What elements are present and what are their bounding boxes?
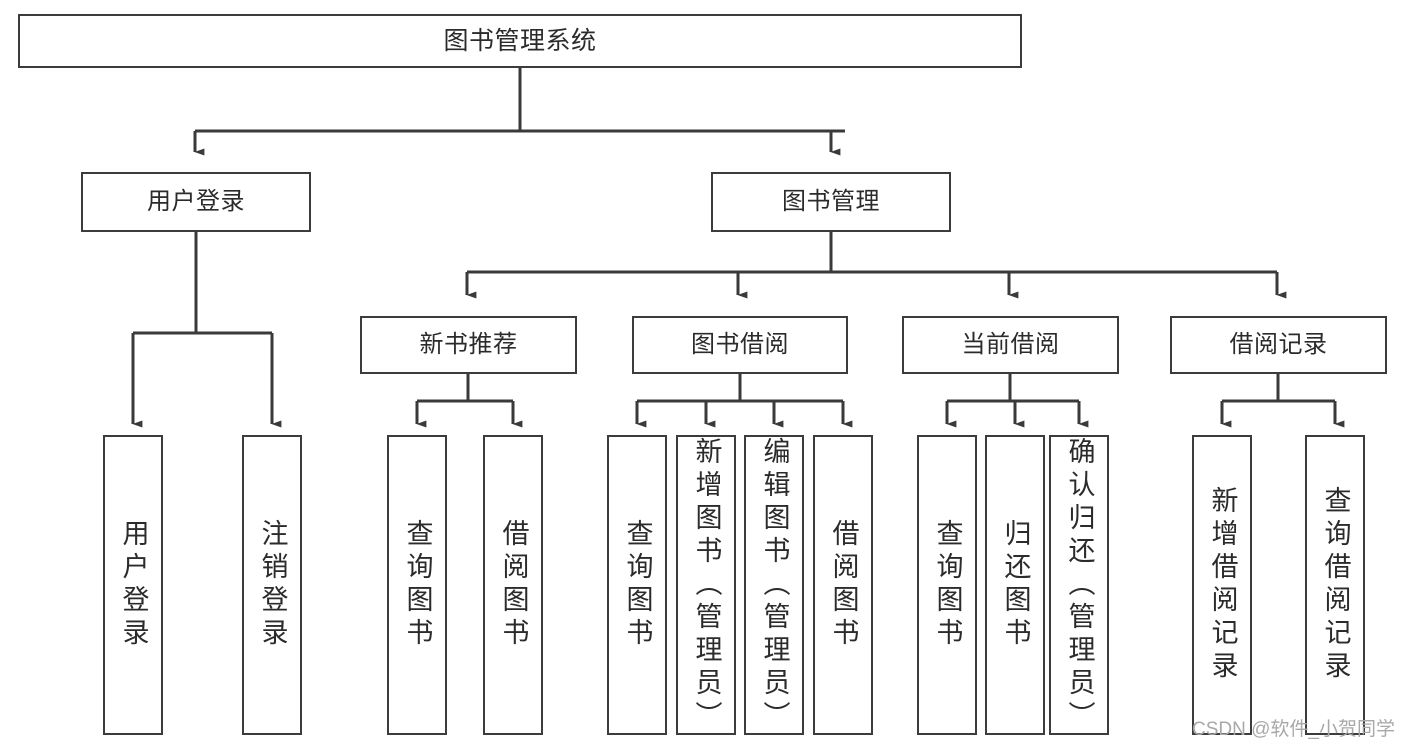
node-leaf-return-book[interactable]: 归还图书 [985, 435, 1045, 735]
node-leaf-add-borrow-record[interactable]: 新增借阅记录 [1192, 435, 1252, 735]
node-leaf-user-login[interactable]: 用户登录 [103, 435, 163, 735]
node-label: 借阅图书 [828, 519, 859, 651]
node-label: 确认归还（管理员） [1064, 436, 1095, 734]
node-label: 新书推荐 [419, 331, 518, 359]
node-label: 注销登录 [257, 519, 288, 651]
node-label: 归还图书 [1000, 519, 1031, 651]
node-label: 借阅图书 [498, 519, 529, 651]
node-leaf-borrow-book[interactable]: 借阅图书 [813, 435, 873, 735]
node-leaf-edit-book-admin[interactable]: 编辑图书（管理员） [744, 435, 804, 735]
node-book-borrow[interactable]: 图书借阅 [632, 316, 848, 374]
node-borrow-record[interactable]: 借阅记录 [1170, 316, 1387, 374]
node-label: 新增图书（管理员） [691, 436, 722, 734]
node-current-borrow[interactable]: 当前借阅 [902, 316, 1119, 374]
node-label: 用户登录 [147, 188, 245, 216]
node-leaf-add-book-admin[interactable]: 新增图书（管理员） [676, 435, 736, 735]
node-label: 编辑图书（管理员） [759, 436, 790, 734]
node-leaf-query-book-borrow[interactable]: 查询图书 [607, 435, 667, 735]
node-label: 借阅记录 [1229, 331, 1328, 359]
node-leaf-query-book-recommend[interactable]: 查询图书 [387, 435, 447, 735]
node-root-book-management-system[interactable]: 图书管理系统 [18, 14, 1022, 68]
node-label: 查询图书 [622, 519, 653, 651]
node-label: 用户登录 [118, 519, 149, 651]
node-leaf-query-book-current[interactable]: 查询图书 [917, 435, 977, 735]
node-new-book-recommend[interactable]: 新书推荐 [360, 316, 577, 374]
node-label: 图书管理 [782, 188, 880, 216]
node-label: 查询借阅记录 [1320, 486, 1351, 684]
node-user-login[interactable]: 用户登录 [81, 172, 311, 232]
node-label: 图书借阅 [691, 331, 789, 359]
node-book-management[interactable]: 图书管理 [711, 172, 951, 232]
node-leaf-logout[interactable]: 注销登录 [242, 435, 302, 735]
node-label: 查询图书 [402, 519, 433, 651]
node-leaf-query-borrow-record[interactable]: 查询借阅记录 [1305, 435, 1365, 735]
node-label: 当前借阅 [961, 331, 1060, 359]
node-leaf-borrow-book-recommend[interactable]: 借阅图书 [483, 435, 543, 735]
node-leaf-confirm-return-admin[interactable]: 确认归还（管理员） [1049, 435, 1109, 735]
node-label: 新增借阅记录 [1207, 486, 1238, 684]
node-label: 图书管理系统 [443, 26, 597, 55]
node-label: 查询图书 [932, 519, 963, 651]
